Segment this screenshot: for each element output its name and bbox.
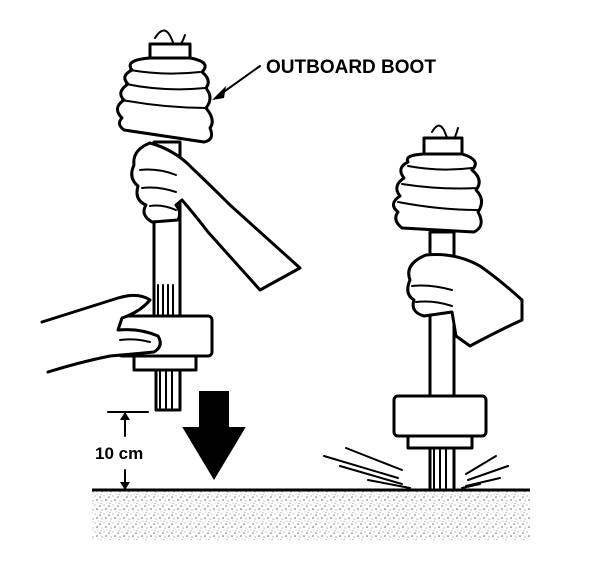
outboard-boot-callout: OUTBOARD BOOT [212,57,436,100]
outboard-boot-label: OUTBOARD BOOT [266,57,436,78]
ground [92,488,530,540]
height-label: 10 cm [95,444,143,463]
down-arrow-icon [182,391,246,480]
right-hand [406,253,524,348]
left-splines [157,284,174,317]
right-stub-splines [433,449,447,489]
height-dimension: 10 cm [95,411,149,491]
right-outboard-boot [392,152,483,234]
right-driveshaft-assembly [392,124,524,492]
left-lower-hand [40,293,162,374]
left-stub-splines [159,371,173,409]
left-driveshaft-assembly [40,29,302,412]
left-upper-hand [130,141,302,292]
left-outboard-boot [116,56,214,144]
impact-lines-icon [323,447,509,489]
